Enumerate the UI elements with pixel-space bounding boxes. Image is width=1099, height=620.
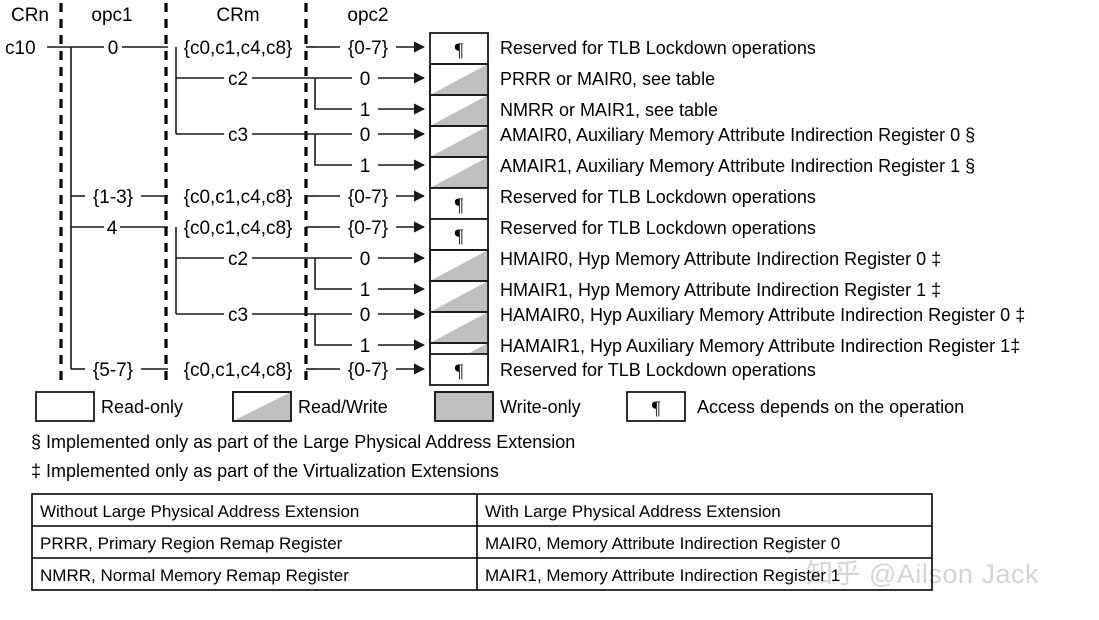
access-box-row2 (429, 94, 489, 127)
opc2-label-row10: 1 (360, 336, 371, 357)
description-row9: HAMAIR0, Hyp Auxiliary Memory Attribute … (500, 305, 1025, 325)
opc1-branches: 0 {1-3} 4 {5-7} (71, 38, 168, 381)
crm-label-row6: {c0,c1,c4,c8} (184, 218, 293, 239)
description-row1: PRRR or MAIR0, see table (500, 69, 715, 89)
crm-label-row11: {c0,c1,c4,c8} (184, 360, 293, 381)
legend-swatch-read-only (35, 391, 95, 422)
access-box-row6: ¶ (429, 218, 489, 251)
crm-label-row0: {c0,c1,c4,c8} (184, 38, 293, 59)
access-box-column: ¶ (429, 32, 489, 386)
crm-label-row7: c2 (228, 249, 248, 270)
crn-group: c10 (5, 38, 72, 369)
table-cell-prrr: PRRR, Primary Region Remap Register (40, 534, 343, 553)
opc2-fork-c3-a (314, 134, 352, 166)
description-row6: Reserved for TLB Lockdown operations (500, 218, 816, 238)
opc1-label-row11: {5-7} (93, 360, 133, 381)
column-header-opc2: opc2 (347, 5, 388, 26)
access-box-row0: ¶ (429, 32, 489, 65)
opc2-label-row2: 1 (360, 100, 371, 121)
description-row4: AMAIR1, Auxiliary Memory Attribute Indir… (500, 156, 975, 176)
opc2-label-row4: 1 (360, 156, 371, 177)
pilcrow-glyph-row11: ¶ (455, 361, 464, 382)
description-row3: AMAIR0, Auxiliary Memory Attribute Indir… (500, 125, 975, 145)
legend-label-depends: Access depends on the operation (697, 397, 964, 417)
comparison-table: Without Large Physical Address Extension… (31, 493, 933, 591)
column-header-crm: CRm (216, 5, 259, 26)
pilcrow-glyph-row0: ¶ (455, 40, 464, 61)
pilcrow-glyph-row5: ¶ (455, 195, 464, 216)
footnote-virtualization: ‡ Implemented only as part of the Virtua… (31, 461, 499, 481)
description-row7: HMAIR0, Hyp Memory Attribute Indirection… (500, 249, 941, 269)
crm-group: {c0,c1,c4,c8} c2 c3 {c0,c1,c4,c8} {c0,c1… (175, 38, 318, 381)
access-box-row8 (429, 280, 489, 313)
opc1-label-row6: 4 (107, 218, 118, 239)
legend-swatch-depends: ¶ (626, 391, 686, 422)
legend-swatch-write-only (434, 391, 494, 422)
pilcrow-glyph-legend: ¶ (652, 398, 661, 419)
opc2-label-row3: 0 (360, 125, 371, 146)
description-row0: Reserved for TLB Lockdown operations (500, 38, 816, 58)
access-box-row11: ¶ (429, 353, 489, 386)
access-box-row5: ¶ (429, 187, 489, 220)
access-box-row4 (429, 156, 489, 189)
pilcrow-glyph-row6: ¶ (455, 226, 464, 247)
description-row2: NMRR or MAIR1, see table (500, 100, 718, 120)
description-row10: HAMAIR1, Hyp Auxiliary Memory Attribute … (500, 336, 1020, 356)
legend-label-read-only: Read-only (101, 397, 183, 417)
legend: Read-only Read/Write Write-only ¶ Access… (35, 391, 964, 422)
column-header-crn: CRn (11, 5, 49, 26)
opc2-label-row7: 0 (360, 249, 371, 270)
footnote-lpae: § Implemented only as part of the Large … (31, 432, 575, 452)
opc2-label-row1: 0 (360, 69, 371, 90)
crm-label-row9: c3 (228, 305, 248, 326)
opc1-label-row0: 0 (108, 38, 119, 59)
crn-value: c10 (5, 38, 36, 59)
description-row8: HMAIR1, Hyp Memory Attribute Indirection… (500, 280, 941, 300)
crm-label-row3: c3 (228, 125, 248, 146)
opc2-fork-c2-a (314, 78, 352, 110)
opc2-label-row5: {0-7} (348, 187, 388, 208)
opc1-label-row5: {1-3} (93, 187, 133, 208)
column-header-opc1: opc1 (91, 5, 132, 26)
legend-swatch-read-write (232, 391, 292, 422)
access-box-row1 (429, 63, 489, 96)
column-headers: CRn opc1 CRm opc2 (11, 5, 389, 26)
opc2-label-row0: {0-7} (348, 38, 388, 59)
access-box-row9 (429, 311, 489, 344)
access-box-row3 (429, 125, 489, 158)
table-cell-mair1: MAIR1, Memory Attribute Indirection Regi… (485, 566, 840, 585)
crm-label-row5: {c0,c1,c4,c8} (184, 187, 293, 208)
opc2-fork-hyp-c3 (314, 314, 352, 346)
legend-label-read-write: Read/Write (298, 397, 388, 417)
opc2-label-row11: {0-7} (348, 360, 388, 381)
register-descriptions: Reserved for TLB Lockdown operations PRR… (500, 38, 1025, 380)
opc2-label-row9: 0 (360, 305, 371, 326)
table-header-with-lpae: With Large Physical Address Extension (485, 502, 781, 521)
table-cell-nmrr: NMRR, Normal Memory Remap Register (40, 566, 349, 585)
opc2-label-row6: {0-7} (348, 218, 388, 239)
description-row5: Reserved for TLB Lockdown operations (500, 187, 816, 207)
crm-label-row1: c2 (228, 69, 248, 90)
table-cell-mair0: MAIR0, Memory Attribute Indirection Regi… (485, 534, 840, 553)
table-header-without-lpae: Without Large Physical Address Extension (40, 502, 359, 521)
opc2-fork-hyp-c2 (314, 258, 352, 290)
footnotes: § Implemented only as part of the Large … (31, 432, 575, 481)
opc2-group: {0-7} 0 1 0 1 {0-7} {0-7} (314, 38, 426, 381)
description-row11: Reserved for TLB Lockdown operations (500, 360, 816, 380)
opc2-label-row8: 1 (360, 280, 371, 301)
access-box-row7 (429, 249, 489, 282)
legend-label-write-only: Write-only (500, 397, 581, 417)
